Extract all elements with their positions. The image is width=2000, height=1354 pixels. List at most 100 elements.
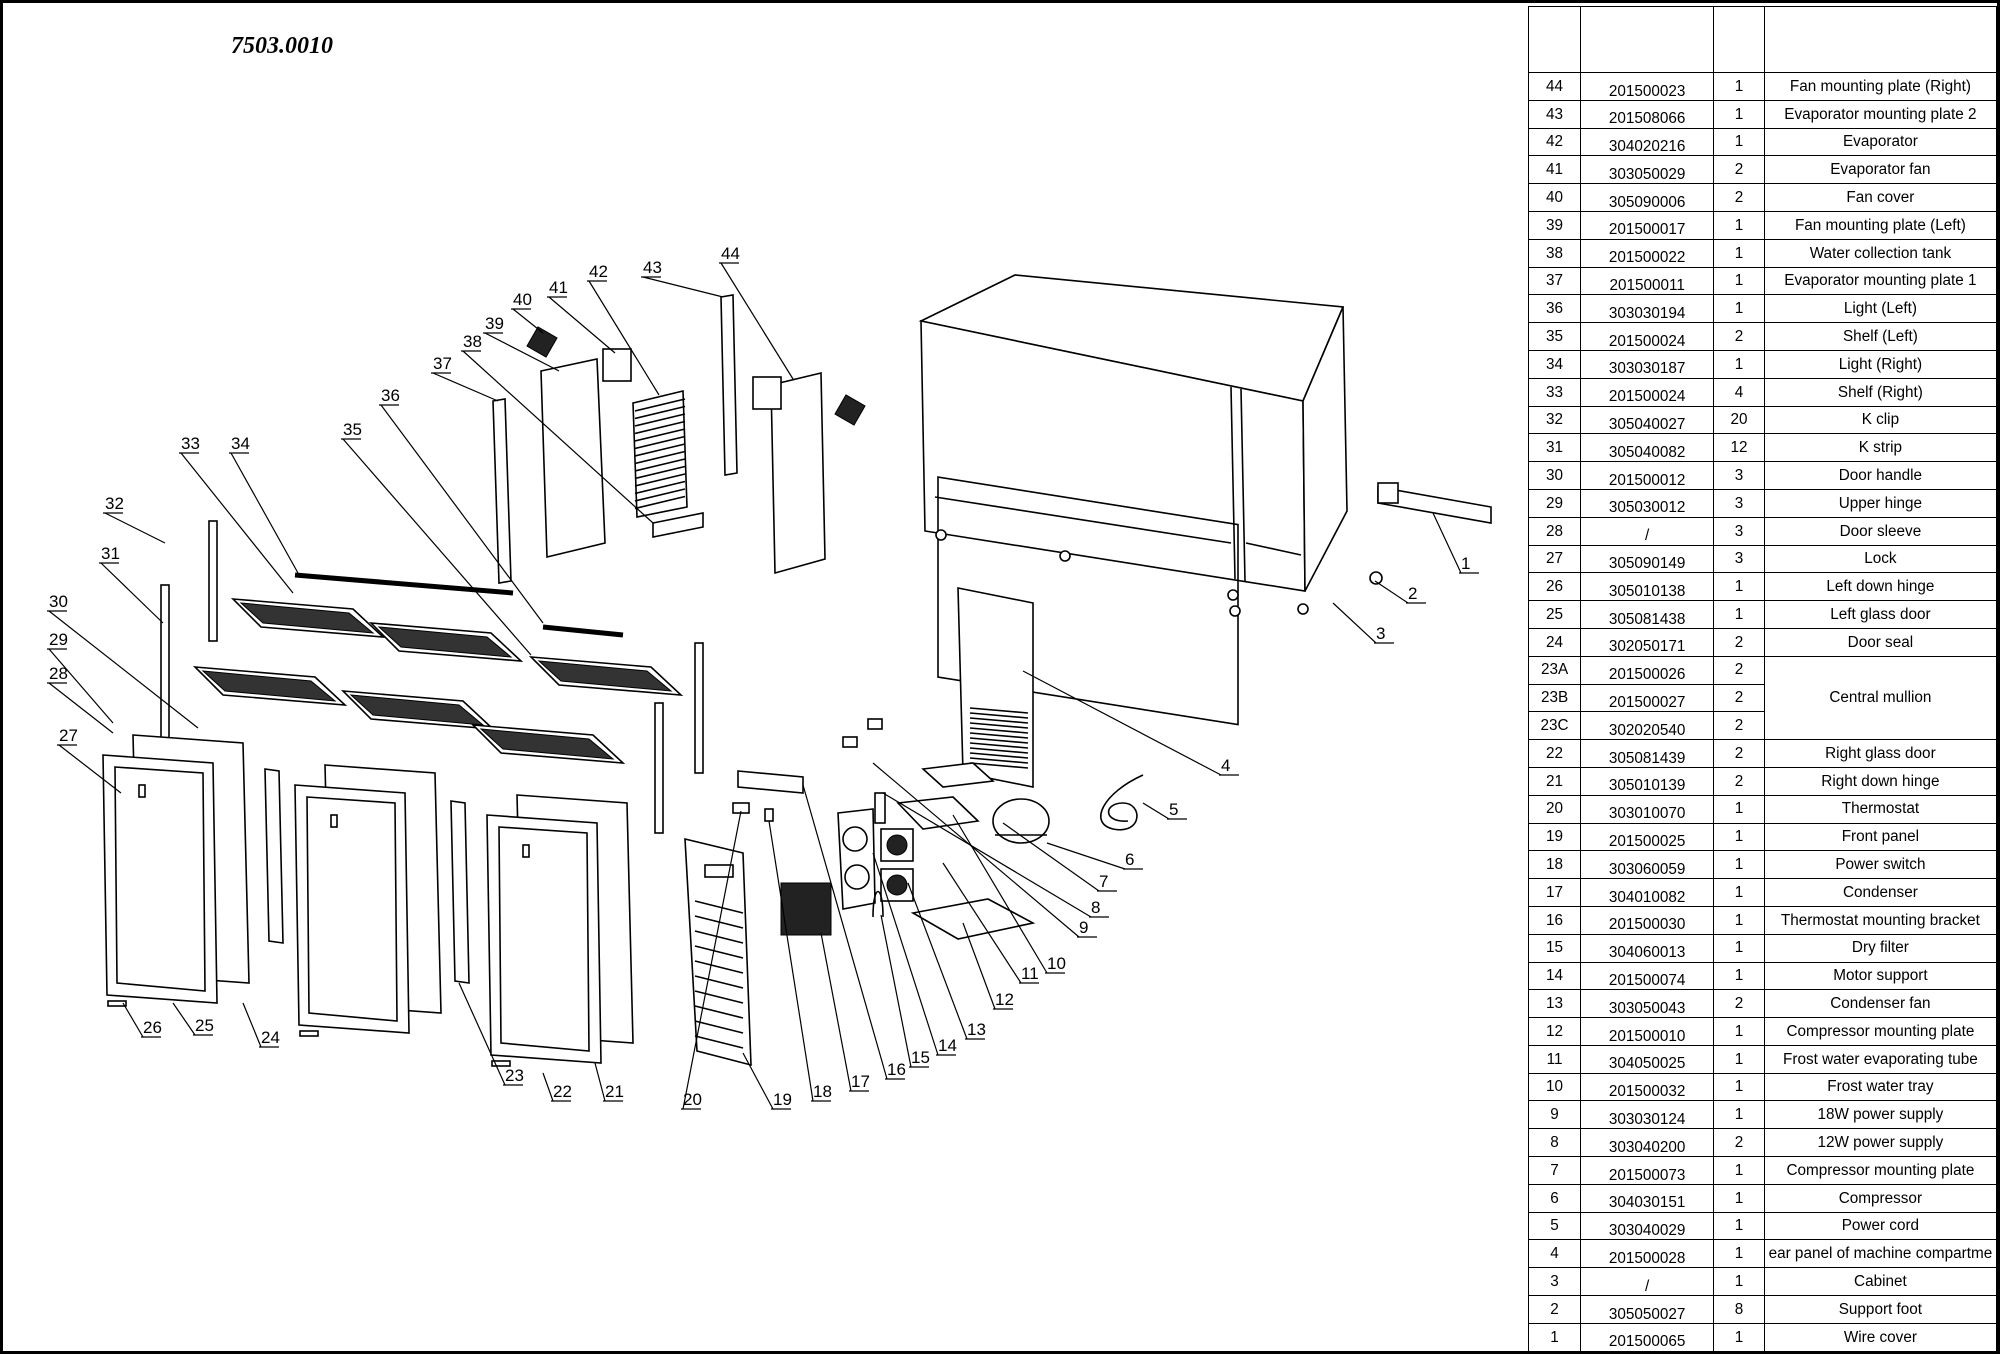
cell-desc: Door sleeve bbox=[1763, 516, 1997, 546]
cell-code: 201500025 bbox=[1580, 822, 1715, 852]
cell-qty: 1 bbox=[1713, 1156, 1765, 1185]
cell-desc: Condenser fan bbox=[1763, 989, 1997, 1019]
leader-line-44 bbox=[720, 262, 794, 380]
cell-code: 305030012 bbox=[1580, 488, 1715, 518]
evaporator-mounting-plate-2-part bbox=[720, 294, 738, 476]
cell-desc: Thermostat mounting bracket bbox=[1763, 905, 1997, 935]
cell-code: 304030151 bbox=[1580, 1183, 1715, 1213]
cell-code: 305081439 bbox=[1580, 739, 1715, 768]
leader-line-29 bbox=[48, 648, 114, 724]
cell-desc: Evaporator fan bbox=[1763, 155, 1997, 185]
cell-item: 23A bbox=[1527, 655, 1582, 685]
cell-item: 44 bbox=[1527, 72, 1582, 101]
cell-desc: Front panel bbox=[1763, 822, 1997, 852]
door-part bbox=[294, 764, 442, 1037]
doors-group bbox=[102, 734, 634, 1067]
leader-line-39 bbox=[484, 332, 560, 372]
cell-desc: Door seal bbox=[1763, 627, 1997, 657]
callout-13: 13 bbox=[967, 1020, 986, 1039]
evaporator-fan-part bbox=[602, 348, 632, 382]
leader-line-34 bbox=[230, 452, 299, 574]
cell-qty: 1 bbox=[1713, 127, 1765, 157]
callout-9: 9 bbox=[1079, 918, 1088, 937]
leader-line-14 bbox=[872, 852, 939, 1056]
water-collection-tank-part bbox=[652, 512, 704, 538]
cell-desc: K strip bbox=[1763, 433, 1997, 463]
cell-qty: 1 bbox=[1713, 572, 1765, 602]
cell-item: 10 bbox=[1527, 1072, 1582, 1102]
cell-item: 22 bbox=[1527, 739, 1582, 768]
leader-line-10 bbox=[952, 814, 1048, 974]
callout-30: 30 bbox=[49, 592, 68, 611]
cell-item: 25 bbox=[1527, 600, 1582, 629]
cell-qty: 1 bbox=[1713, 961, 1765, 991]
cell-qty: 2 bbox=[1713, 739, 1765, 768]
leader-line-23 bbox=[458, 982, 506, 1086]
cell-qty: 1 bbox=[1713, 99, 1765, 129]
cell-desc: ear panel of machine compartme bbox=[1763, 1239, 1997, 1269]
callout-29: 29 bbox=[49, 630, 68, 649]
cell-item: 13 bbox=[1527, 989, 1582, 1019]
cell-desc: Compressor mounting plate bbox=[1763, 1156, 1997, 1185]
leader-line-9 bbox=[872, 762, 1080, 938]
cell-item: 18 bbox=[1527, 850, 1582, 880]
leader-line-43 bbox=[642, 276, 724, 298]
cell-code: 201500028 bbox=[1580, 1239, 1715, 1269]
cell-desc: Right down hinge bbox=[1763, 766, 1997, 796]
power-supply-part bbox=[867, 718, 883, 730]
shelf-part bbox=[230, 598, 386, 638]
cell-item: 4 bbox=[1527, 1239, 1582, 1269]
callout-35: 35 bbox=[343, 420, 362, 439]
light-left-part bbox=[542, 624, 624, 638]
callout-42: 42 bbox=[589, 262, 608, 281]
callout-12: 12 bbox=[995, 990, 1014, 1009]
leader-line-21 bbox=[594, 1062, 606, 1102]
leader-line-27 bbox=[58, 744, 122, 794]
cell-code: 201500073 bbox=[1580, 1156, 1715, 1185]
support-foot-part bbox=[1369, 571, 1383, 585]
door-part bbox=[102, 734, 250, 1007]
leader-line-13 bbox=[907, 882, 968, 1040]
cell-item: 24 bbox=[1527, 627, 1582, 657]
cell-code: 201500065 bbox=[1580, 1322, 1715, 1351]
leader-line-12 bbox=[962, 922, 996, 1010]
cabinet-part bbox=[918, 274, 1348, 726]
cell-desc: Compressor bbox=[1763, 1183, 1997, 1213]
leader-line-20 bbox=[682, 810, 742, 1110]
cell-item: 3 bbox=[1527, 1267, 1582, 1297]
callout-21: 21 bbox=[605, 1082, 624, 1101]
cell-code: 305081438 bbox=[1580, 600, 1715, 629]
k-strip-part bbox=[654, 702, 664, 834]
cell-item: 29 bbox=[1527, 488, 1582, 518]
cell-desc: Power switch bbox=[1763, 850, 1997, 880]
column-header: Item code bbox=[1580, 1350, 1715, 1351]
cell-desc: Lock bbox=[1763, 544, 1997, 574]
compressor-mounting-plate-base bbox=[910, 898, 1036, 940]
cell-desc: Upper hinge bbox=[1763, 488, 1997, 518]
callout-16: 16 bbox=[887, 1060, 906, 1079]
callout-24: 24 bbox=[261, 1028, 280, 1047]
callout-28: 28 bbox=[49, 664, 68, 683]
callout-11: 11 bbox=[1021, 964, 1039, 983]
cell-item: 35 bbox=[1527, 322, 1582, 351]
cell-qty: 2 bbox=[1713, 322, 1765, 351]
condenser-part bbox=[780, 882, 832, 936]
